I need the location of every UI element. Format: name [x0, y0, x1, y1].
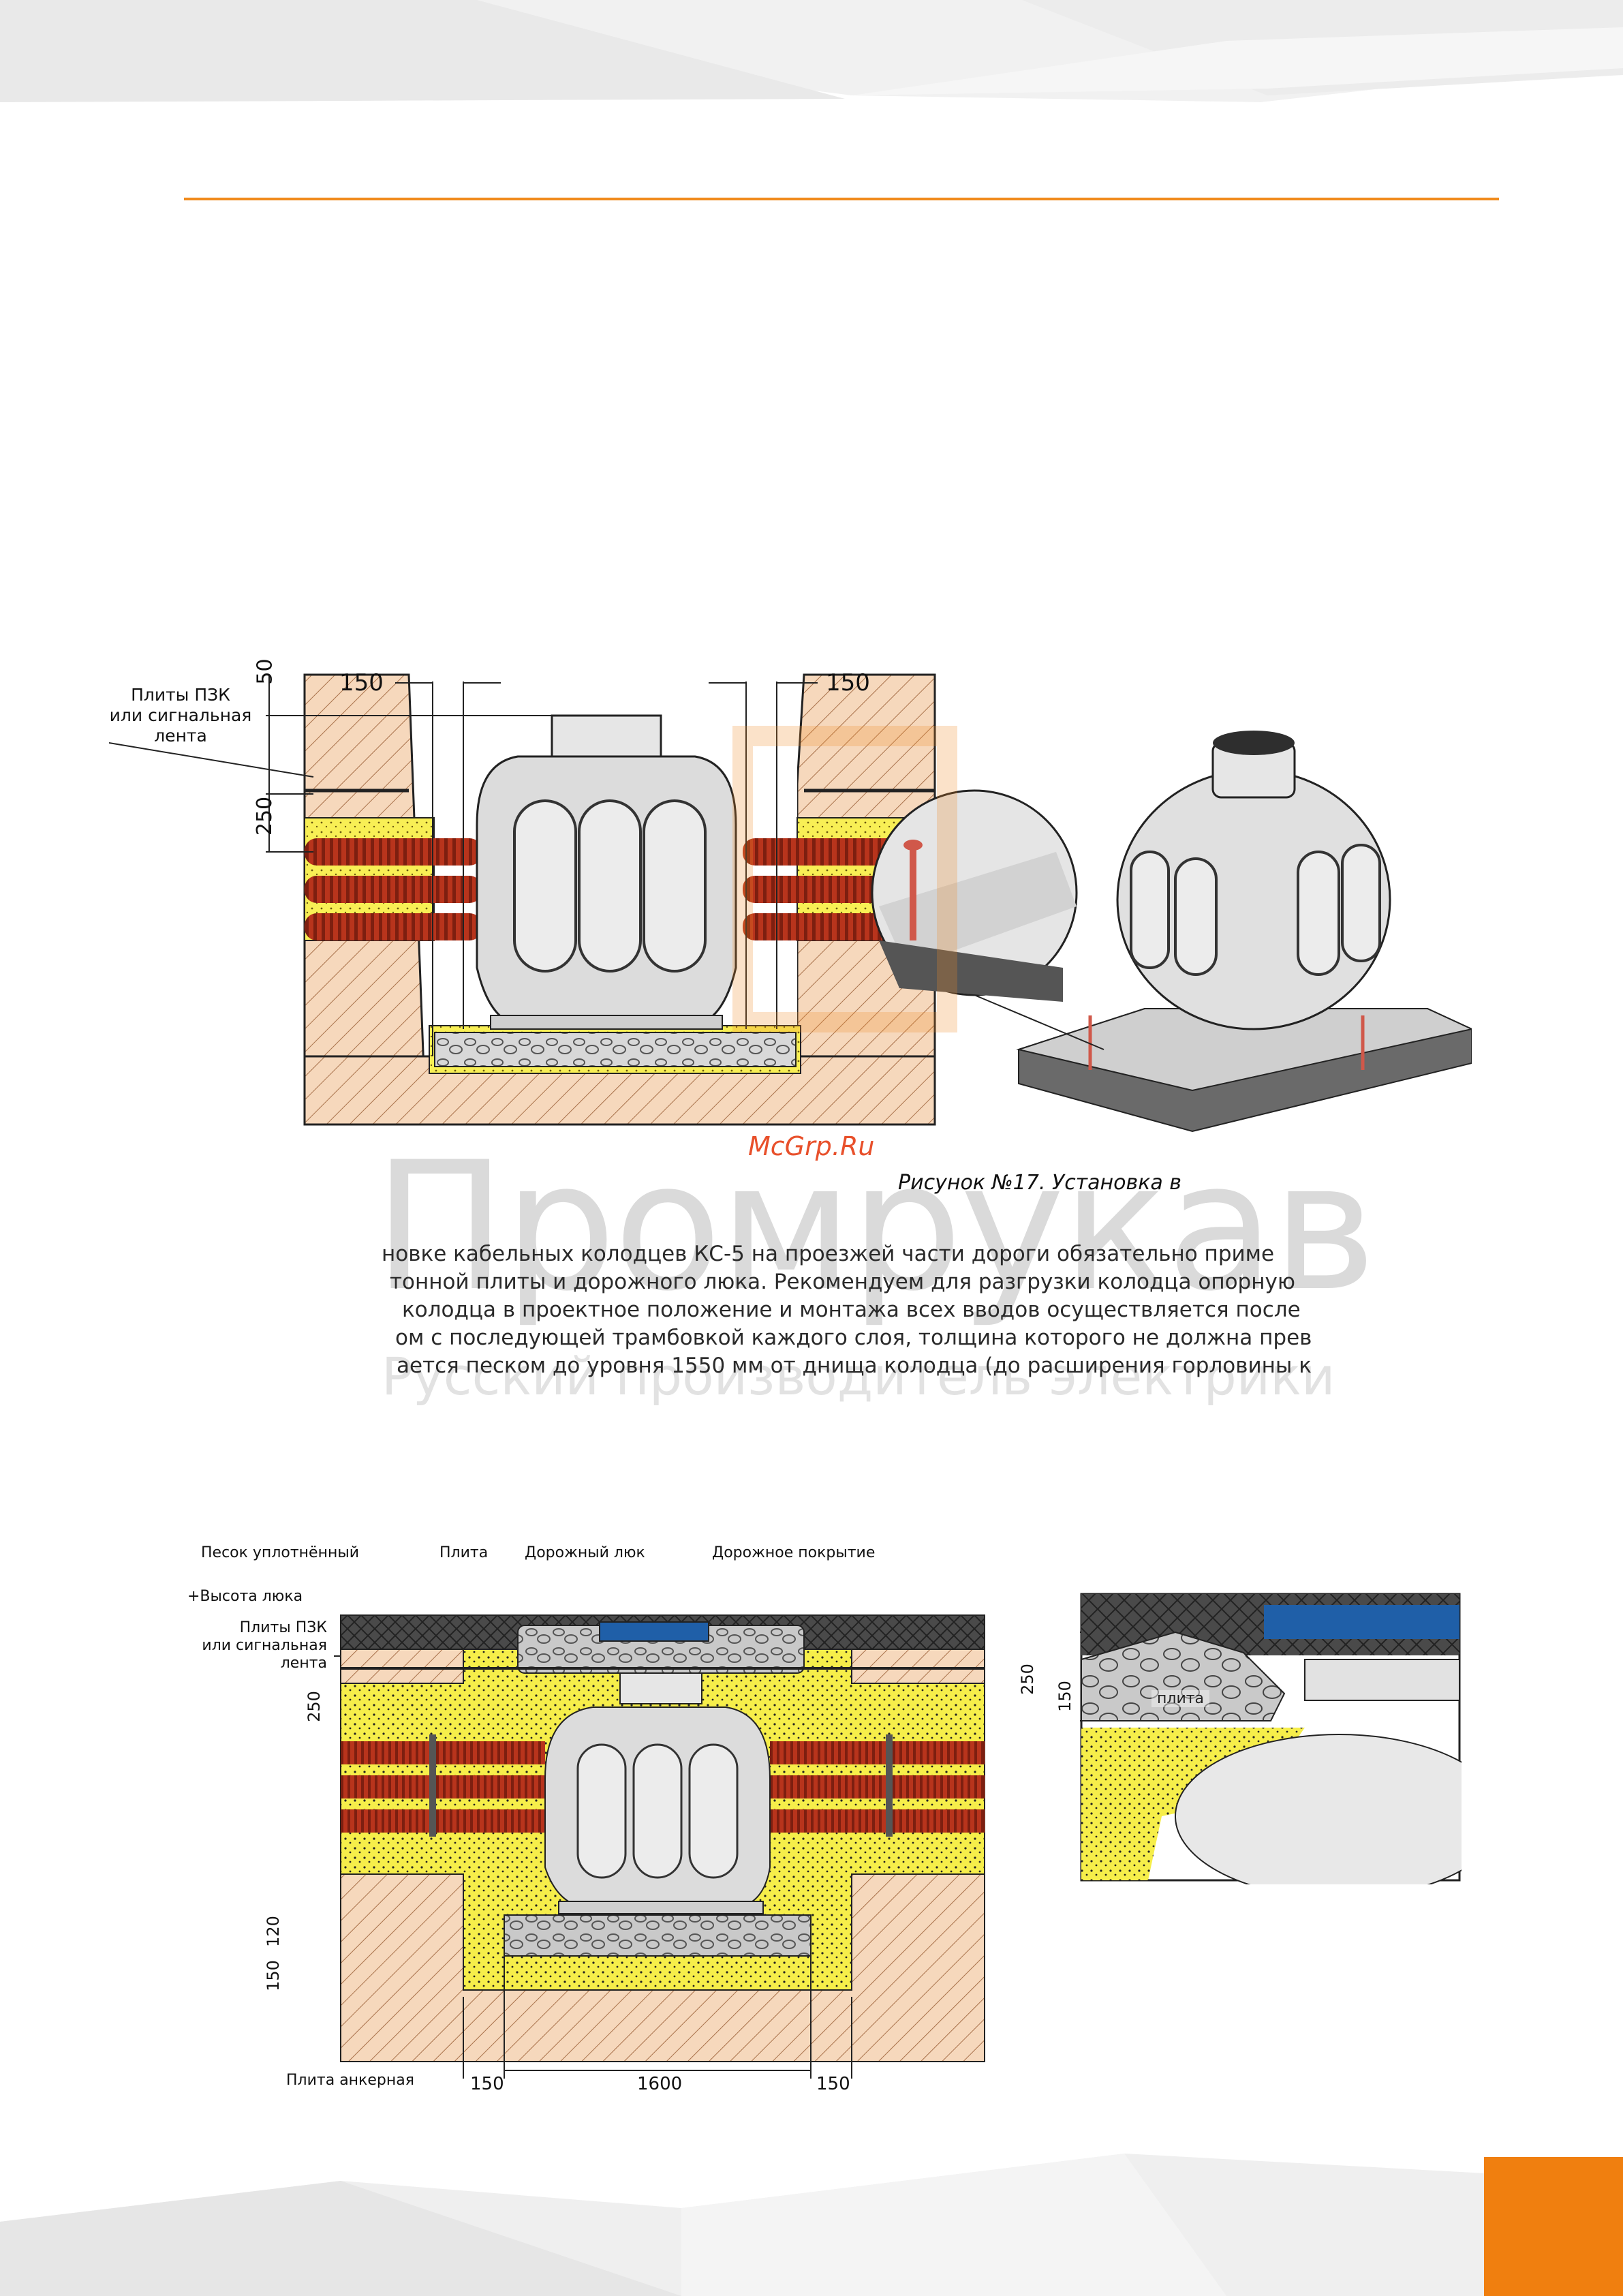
body-line: новке кабельных колодцев КС-5 на проезже…	[382, 1242, 1275, 1266]
dim-250: 250	[253, 796, 277, 836]
hatch-height-label: +Высота люка	[187, 1588, 303, 1605]
dim-120: 120	[263, 1916, 283, 1947]
cable-well-road	[544, 1672, 771, 1914]
cable-well	[476, 714, 737, 1030]
body-line: тонной плиты и дорожного люка. Рекоменду…	[390, 1270, 1295, 1294]
body-text: новке кабельных колодцев КС-5 на проезже…	[382, 1240, 1312, 1380]
detail-magnifier	[871, 789, 1104, 1050]
soil-bottom	[303, 1055, 936, 1126]
road-cover-label: Дорожное покрытие	[712, 1544, 876, 1561]
body-line: ается песком до уровня 1550 мм от днища …	[397, 1353, 1312, 1378]
body-line: ом с последующей трамбовкой каждого слоя…	[395, 1326, 1312, 1350]
sand-label: Песок уплотнённый	[201, 1544, 360, 1561]
anchor-plate-label: Плита анкерная	[286, 2072, 414, 2089]
body-line: колодца в проектное положение и монтажа …	[402, 1298, 1301, 1322]
figure-installation-diagram	[109, 673, 1472, 1133]
pipe	[305, 913, 482, 940]
well-isometric-view	[1016, 731, 1472, 1133]
figure-road-installation	[334, 1614, 985, 2079]
dim-150-v: 150	[263, 1960, 283, 1991]
site-watermark: McGrp.Ru	[748, 1131, 875, 1161]
dim-150-left-2: 150	[470, 2074, 504, 2094]
figure-detail	[1080, 1593, 1462, 1884]
dim-150-left: 150	[339, 669, 384, 697]
dim-150-right-2: 150	[816, 2074, 850, 2094]
plates-label-2: Плиты ПЗК или сигнальная лента	[202, 1619, 327, 1672]
plates-label: Плиты ПЗК или сигнальная лента	[109, 685, 252, 746]
figure-caption: Рисунок №17. Установка в	[898, 1171, 1181, 1195]
header-rule	[184, 198, 1499, 200]
dim-150-right: 150	[826, 669, 870, 697]
dim-1600: 1600	[637, 2074, 683, 2094]
detail-dim-150: 150	[1055, 1681, 1075, 1712]
detail-plate-label: плита	[1151, 1690, 1210, 1707]
dim-250-2: 250	[304, 1691, 324, 1722]
watermark-subtitle: Русский производитель электрики	[382, 1346, 1335, 1407]
detail-dim-250: 250	[1017, 1664, 1037, 1695]
pipe	[305, 876, 482, 903]
pipe	[305, 838, 482, 866]
page-corner-tab	[1484, 2157, 1623, 2296]
road-hatch-label: Дорожный люк	[525, 1544, 645, 1561]
dim-50: 50	[253, 658, 277, 685]
watermark-title: Промрукав	[373, 1124, 1376, 1330]
plate-label: Плита	[439, 1544, 489, 1561]
